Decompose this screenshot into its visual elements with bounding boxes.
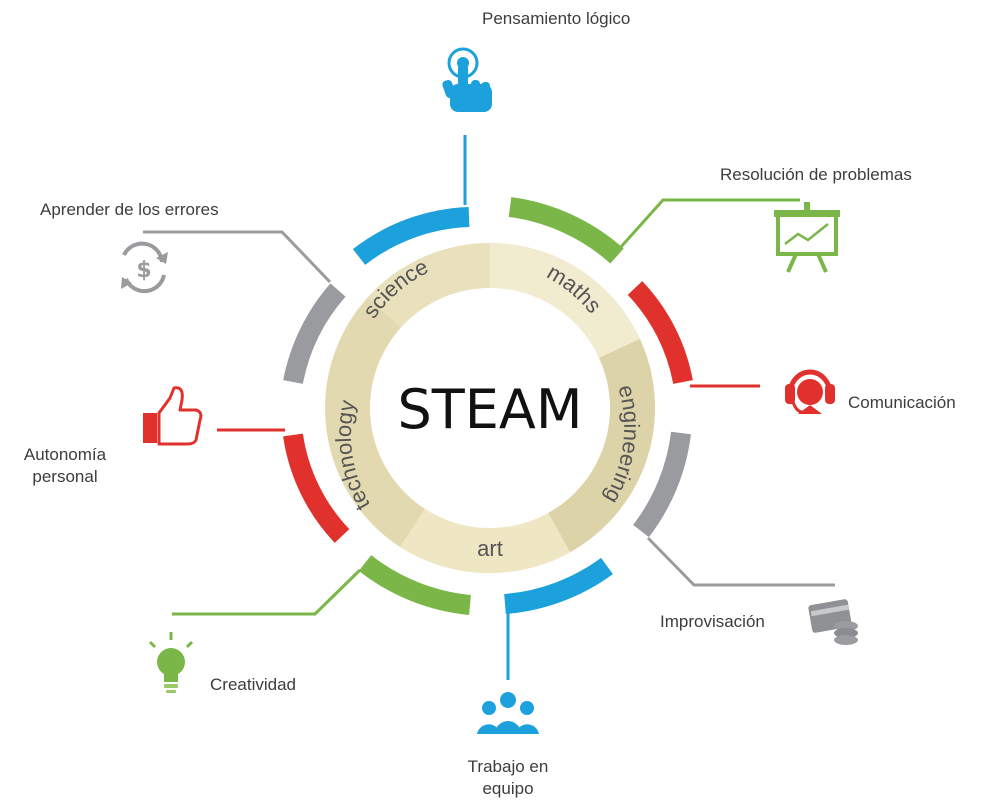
headset-icon: [785, 369, 835, 414]
segment-comunicacion: [627, 281, 693, 384]
label-trabajo-en-equipo: Trabajo en equipo: [448, 756, 568, 800]
segment-aprender: [283, 283, 346, 385]
connector-creatividad: [172, 568, 362, 616]
segment-resolucion: [508, 197, 624, 264]
label-pensamiento-logico: Pensamiento lógico: [482, 9, 631, 28]
connector-improvisacion: [646, 536, 835, 587]
svg-text:$: $: [136, 258, 151, 283]
segment-creatividad: [358, 555, 472, 615]
connector-aprender: [143, 230, 332, 284]
label-improvisacion: Improvisación: [660, 612, 765, 631]
outer-segments: [283, 197, 693, 615]
label-autonomia-line1: Autonomía: [23, 445, 107, 464]
discipline-art: art: [477, 536, 503, 561]
label-trabajo-line2: equipo: [482, 779, 534, 798]
connectors: [143, 135, 835, 680]
label-resolucion-problemas: Resolución de problemas: [720, 165, 912, 184]
label-aprender-errores: Aprender de los errores: [40, 200, 219, 219]
center-title: STEAM: [398, 378, 583, 441]
thumbs-up-icon: [143, 386, 203, 446]
segment-improvisacion: [632, 431, 691, 538]
label-comunicacion: Comunicación: [848, 393, 956, 412]
label-creatividad: Creatividad: [210, 675, 296, 694]
card-and-coins-icon: [808, 599, 858, 645]
connector-resolucion: [618, 198, 800, 250]
label-trabajo-line1: Trabajo en: [467, 757, 549, 776]
label-autonomia-line2: personal: [32, 467, 98, 486]
label-autonomia-personal: Autonomía personal: [10, 444, 120, 488]
dollar-cycle-icon: $: [121, 241, 168, 294]
team-icon: [477, 692, 539, 734]
inner-ring: [325, 242, 655, 574]
segment-pensamiento: [352, 207, 470, 265]
segment-autonomia: [283, 433, 350, 543]
lightbulb-icon: [148, 632, 194, 693]
pointing-hand-icon: [442, 47, 492, 112]
segment-trabajo: [504, 557, 613, 614]
presentation-board-icon: [774, 202, 840, 273]
